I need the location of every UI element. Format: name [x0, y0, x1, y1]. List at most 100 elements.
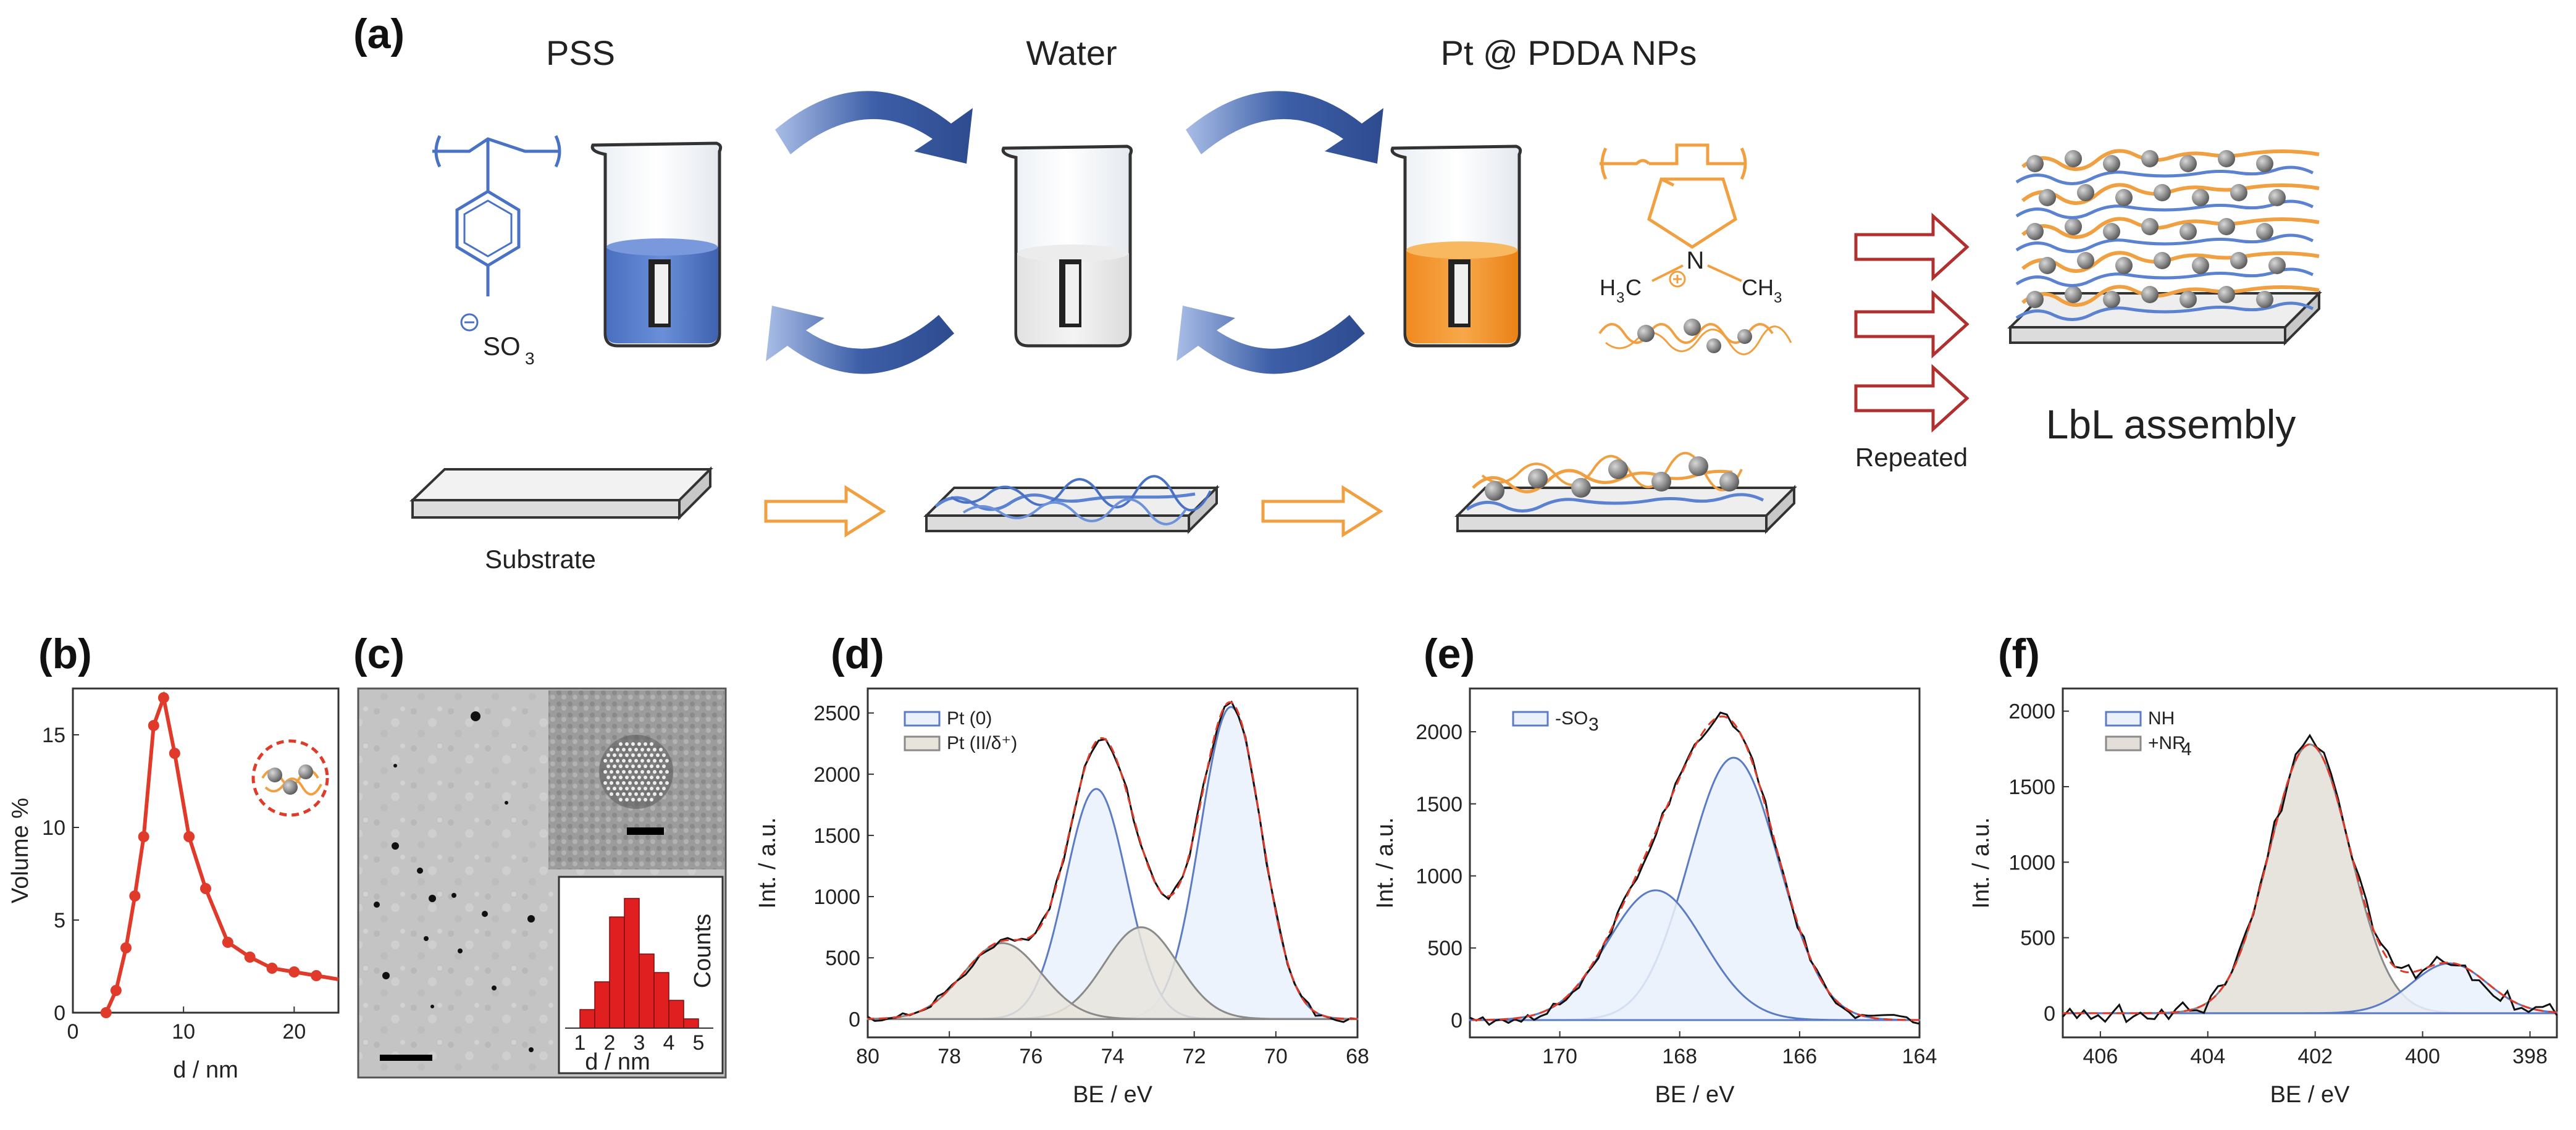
tem-particle	[430, 1005, 434, 1008]
lattice-atom	[644, 753, 647, 757]
label-substrate: Substrate	[485, 545, 596, 574]
lbl-pss-layer	[2015, 267, 2314, 287]
lbl-pt-particle	[2180, 291, 2197, 308]
pdda-nitrogen: N	[1687, 247, 1705, 274]
lattice-atom	[640, 770, 644, 774]
lbl-pt-particle	[2192, 189, 2209, 206]
tem-particle	[527, 915, 535, 923]
legend-swatch	[2105, 711, 2142, 727]
x-tick-label: 402	[2297, 1045, 2333, 1068]
lbl-pt-particle	[2141, 150, 2159, 167]
lattice-atom	[656, 753, 660, 757]
lattice-atom	[653, 759, 657, 763]
lattice-atom	[622, 792, 626, 796]
minus-icon	[460, 313, 479, 332]
x-axis-label: BE / eV	[1655, 1082, 1735, 1108]
lattice-atom	[616, 781, 619, 785]
label-repeated: Repeated	[1855, 443, 1968, 472]
x-axis-label: d / nm	[173, 1057, 238, 1083]
lattice-atom	[625, 787, 629, 790]
lbl-pt-particle	[2192, 257, 2209, 274]
lattice-atom	[622, 759, 626, 763]
lattice-atom	[662, 776, 666, 779]
beaker-pss	[590, 141, 723, 348]
substrate-pss-pdda	[1454, 451, 1797, 534]
lattice-atom	[637, 753, 641, 757]
lattice-atom	[665, 759, 669, 763]
histogram-bar	[624, 898, 640, 1029]
x-axis-label: BE / eV	[2270, 1082, 2350, 1108]
histogram-xlabel: d / nm	[585, 1049, 650, 1075]
lattice-atom	[619, 798, 623, 801]
lattice-atom	[619, 742, 623, 746]
beaker-pt	[1390, 144, 1522, 348]
pdda-methyl-left: H	[1600, 275, 1616, 300]
legend-swatch	[904, 711, 941, 727]
lbl-pt-particle	[2065, 286, 2082, 303]
lbl-pt-particle	[2180, 155, 2197, 172]
size-distribution-point	[148, 720, 159, 731]
lbl-pt-particle	[2180, 223, 2197, 240]
x-tick-label: 74	[1101, 1045, 1125, 1068]
tem-particle	[451, 893, 456, 898]
lattice-atom	[659, 748, 663, 751]
lattice-atom	[616, 759, 619, 763]
plot-frame	[2062, 687, 2558, 1039]
lbl-pt-particle	[2256, 291, 2273, 308]
lattice-atom	[647, 770, 650, 774]
tem-particle	[382, 972, 390, 979]
lattice-atom	[606, 764, 610, 768]
measured-spectrum	[1469, 711, 1920, 1026]
lattice-atom	[640, 792, 644, 796]
lattice-atom	[659, 781, 663, 785]
tem-particle	[429, 895, 436, 902]
size-distribution-point	[129, 890, 141, 902]
y-tick-label: 2000	[813, 763, 860, 787]
histogram-tick: 1	[574, 1031, 586, 1055]
lbl-pss-layer	[2015, 233, 2314, 253]
lattice-atom	[659, 792, 663, 796]
lattice-atom	[625, 776, 629, 779]
legend-swatch	[904, 735, 941, 751]
y-tick-label: 1500	[813, 824, 860, 848]
legend-label: Pt (II/δ⁺)	[947, 733, 1017, 753]
legend-label-sub: 3	[1588, 714, 1599, 735]
lattice-atom	[656, 787, 660, 790]
lattice-atom	[631, 764, 635, 768]
lattice-atom	[625, 753, 629, 757]
lbl-pt-particle	[2230, 252, 2247, 269]
lbl-pt-particle	[2218, 218, 2235, 235]
panel-label-e: (e)	[1424, 630, 1475, 677]
size-distribution-point	[169, 748, 180, 759]
lattice-atom	[659, 759, 663, 763]
step-arrows	[764, 485, 1383, 538]
lattice-atom	[634, 792, 638, 796]
y-tick-label: 500	[2020, 927, 2055, 950]
tem-particle	[424, 936, 429, 941]
lattice-atom	[628, 748, 632, 751]
lbl-pt-particle	[2115, 189, 2133, 206]
lattice-atom	[628, 759, 632, 763]
lattice-atom	[647, 781, 650, 785]
lattice-atom	[650, 742, 653, 746]
pdda-methyl-right-sub: 3	[1774, 290, 1782, 306]
lbl-pss-layer	[2015, 301, 2314, 321]
hrtem-scale-bar	[627, 827, 664, 835]
beaker-water	[1001, 144, 1133, 348]
y-tick-label: 500	[1427, 937, 1462, 960]
panel-label-c: (c)	[353, 630, 405, 677]
x-tick-label: 0	[67, 1020, 79, 1044]
panel-label-d: (d)	[831, 630, 884, 677]
tem-particle	[482, 911, 488, 917]
size-distribution-point	[120, 942, 132, 953]
tem-particle	[458, 948, 463, 953]
size-distribution-point	[138, 831, 149, 842]
lattice-atom	[637, 764, 641, 768]
lattice-atom	[665, 770, 669, 774]
lattice-atom	[616, 770, 619, 774]
histogram-bar	[668, 1000, 684, 1029]
y-tick-label: 5	[54, 909, 65, 932]
size-distribution-point	[311, 970, 322, 981]
